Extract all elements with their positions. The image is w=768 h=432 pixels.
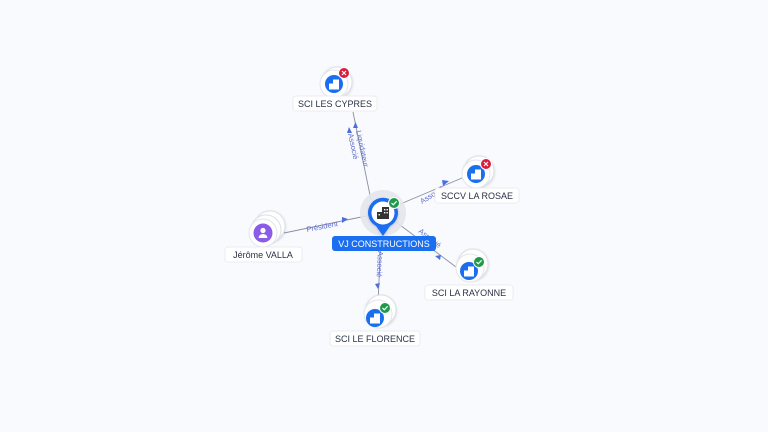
edge-arrow <box>435 255 441 260</box>
node-label-box <box>332 236 436 251</box>
building-icon <box>471 169 481 180</box>
status-check-icon <box>388 197 400 209</box>
status-cross-icon <box>338 67 350 79</box>
building-icon <box>329 79 339 90</box>
building-icon <box>377 207 389 219</box>
edge-arrow <box>353 122 358 128</box>
edge-label-sci-le-florence: Associé <box>375 251 385 278</box>
node-sci-les-cypres[interactable]: SCI LES CYPRES <box>292 66 378 112</box>
node-sci-la-rayonne[interactable]: SCI LA RAYONNE <box>424 248 514 301</box>
node-jerome-valla[interactable]: Jérôme VALLA <box>224 210 303 263</box>
node-label-sci-le-florence: SCI LE FLORENCE <box>335 334 415 344</box>
building-icon <box>370 313 380 324</box>
building-icon <box>464 266 474 277</box>
node-label-vj-constructions: VJ CONSTRUCTIONS <box>338 239 430 249</box>
status-cross-icon <box>480 158 492 170</box>
node-sccv-la-rosae[interactable]: SCCV LA ROSAE <box>434 155 520 204</box>
edge-sccv-la-rosae <box>397 177 463 206</box>
status-check-icon <box>473 256 485 268</box>
node-sci-le-florence[interactable]: SCI LE FLORENCE <box>329 294 421 347</box>
edge-label-jerome-valla: Président <box>306 219 340 234</box>
edge-arrow <box>342 217 348 223</box>
node-label-jerome-valla: Jérôme VALLA <box>233 250 293 260</box>
edge-jerome-valla <box>283 215 367 234</box>
edge-arrow <box>442 180 449 186</box>
edge-arrow <box>375 283 380 289</box>
status-check-icon <box>379 302 391 314</box>
node-label-sci-les-cypres: SCI LES CYPRES <box>298 99 372 109</box>
person-icon <box>258 227 268 238</box>
node-label-sci-la-rayonne: SCI LA RAYONNE <box>432 288 506 298</box>
edge-arrow <box>347 127 352 133</box>
node-vj-constructions[interactable]: VJ CONSTRUCTIONS <box>332 190 436 251</box>
node-label-sccv-la-rosae: SCCV LA ROSAE <box>441 191 513 201</box>
